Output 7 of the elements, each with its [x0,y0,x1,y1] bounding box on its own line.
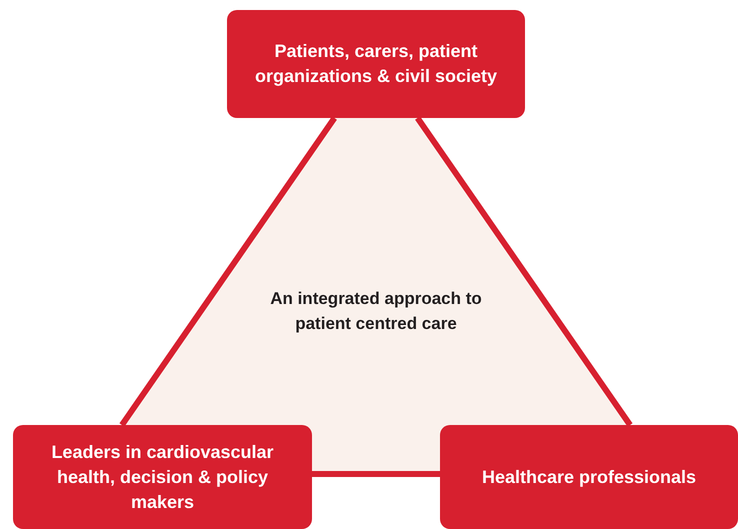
center-text: An integrated approach to patient centred care [269,288,483,335]
stakeholder-box: Healthcare professionals [440,425,738,529]
connector-line [119,116,337,427]
connector-line [312,471,440,477]
stakeholder-box: Patients, carers, patient organizations & civil society [227,10,525,118]
stakeholder-box: Leaders in cardiovascular health, decision & policy makers [13,425,312,529]
connector-line [415,116,633,427]
